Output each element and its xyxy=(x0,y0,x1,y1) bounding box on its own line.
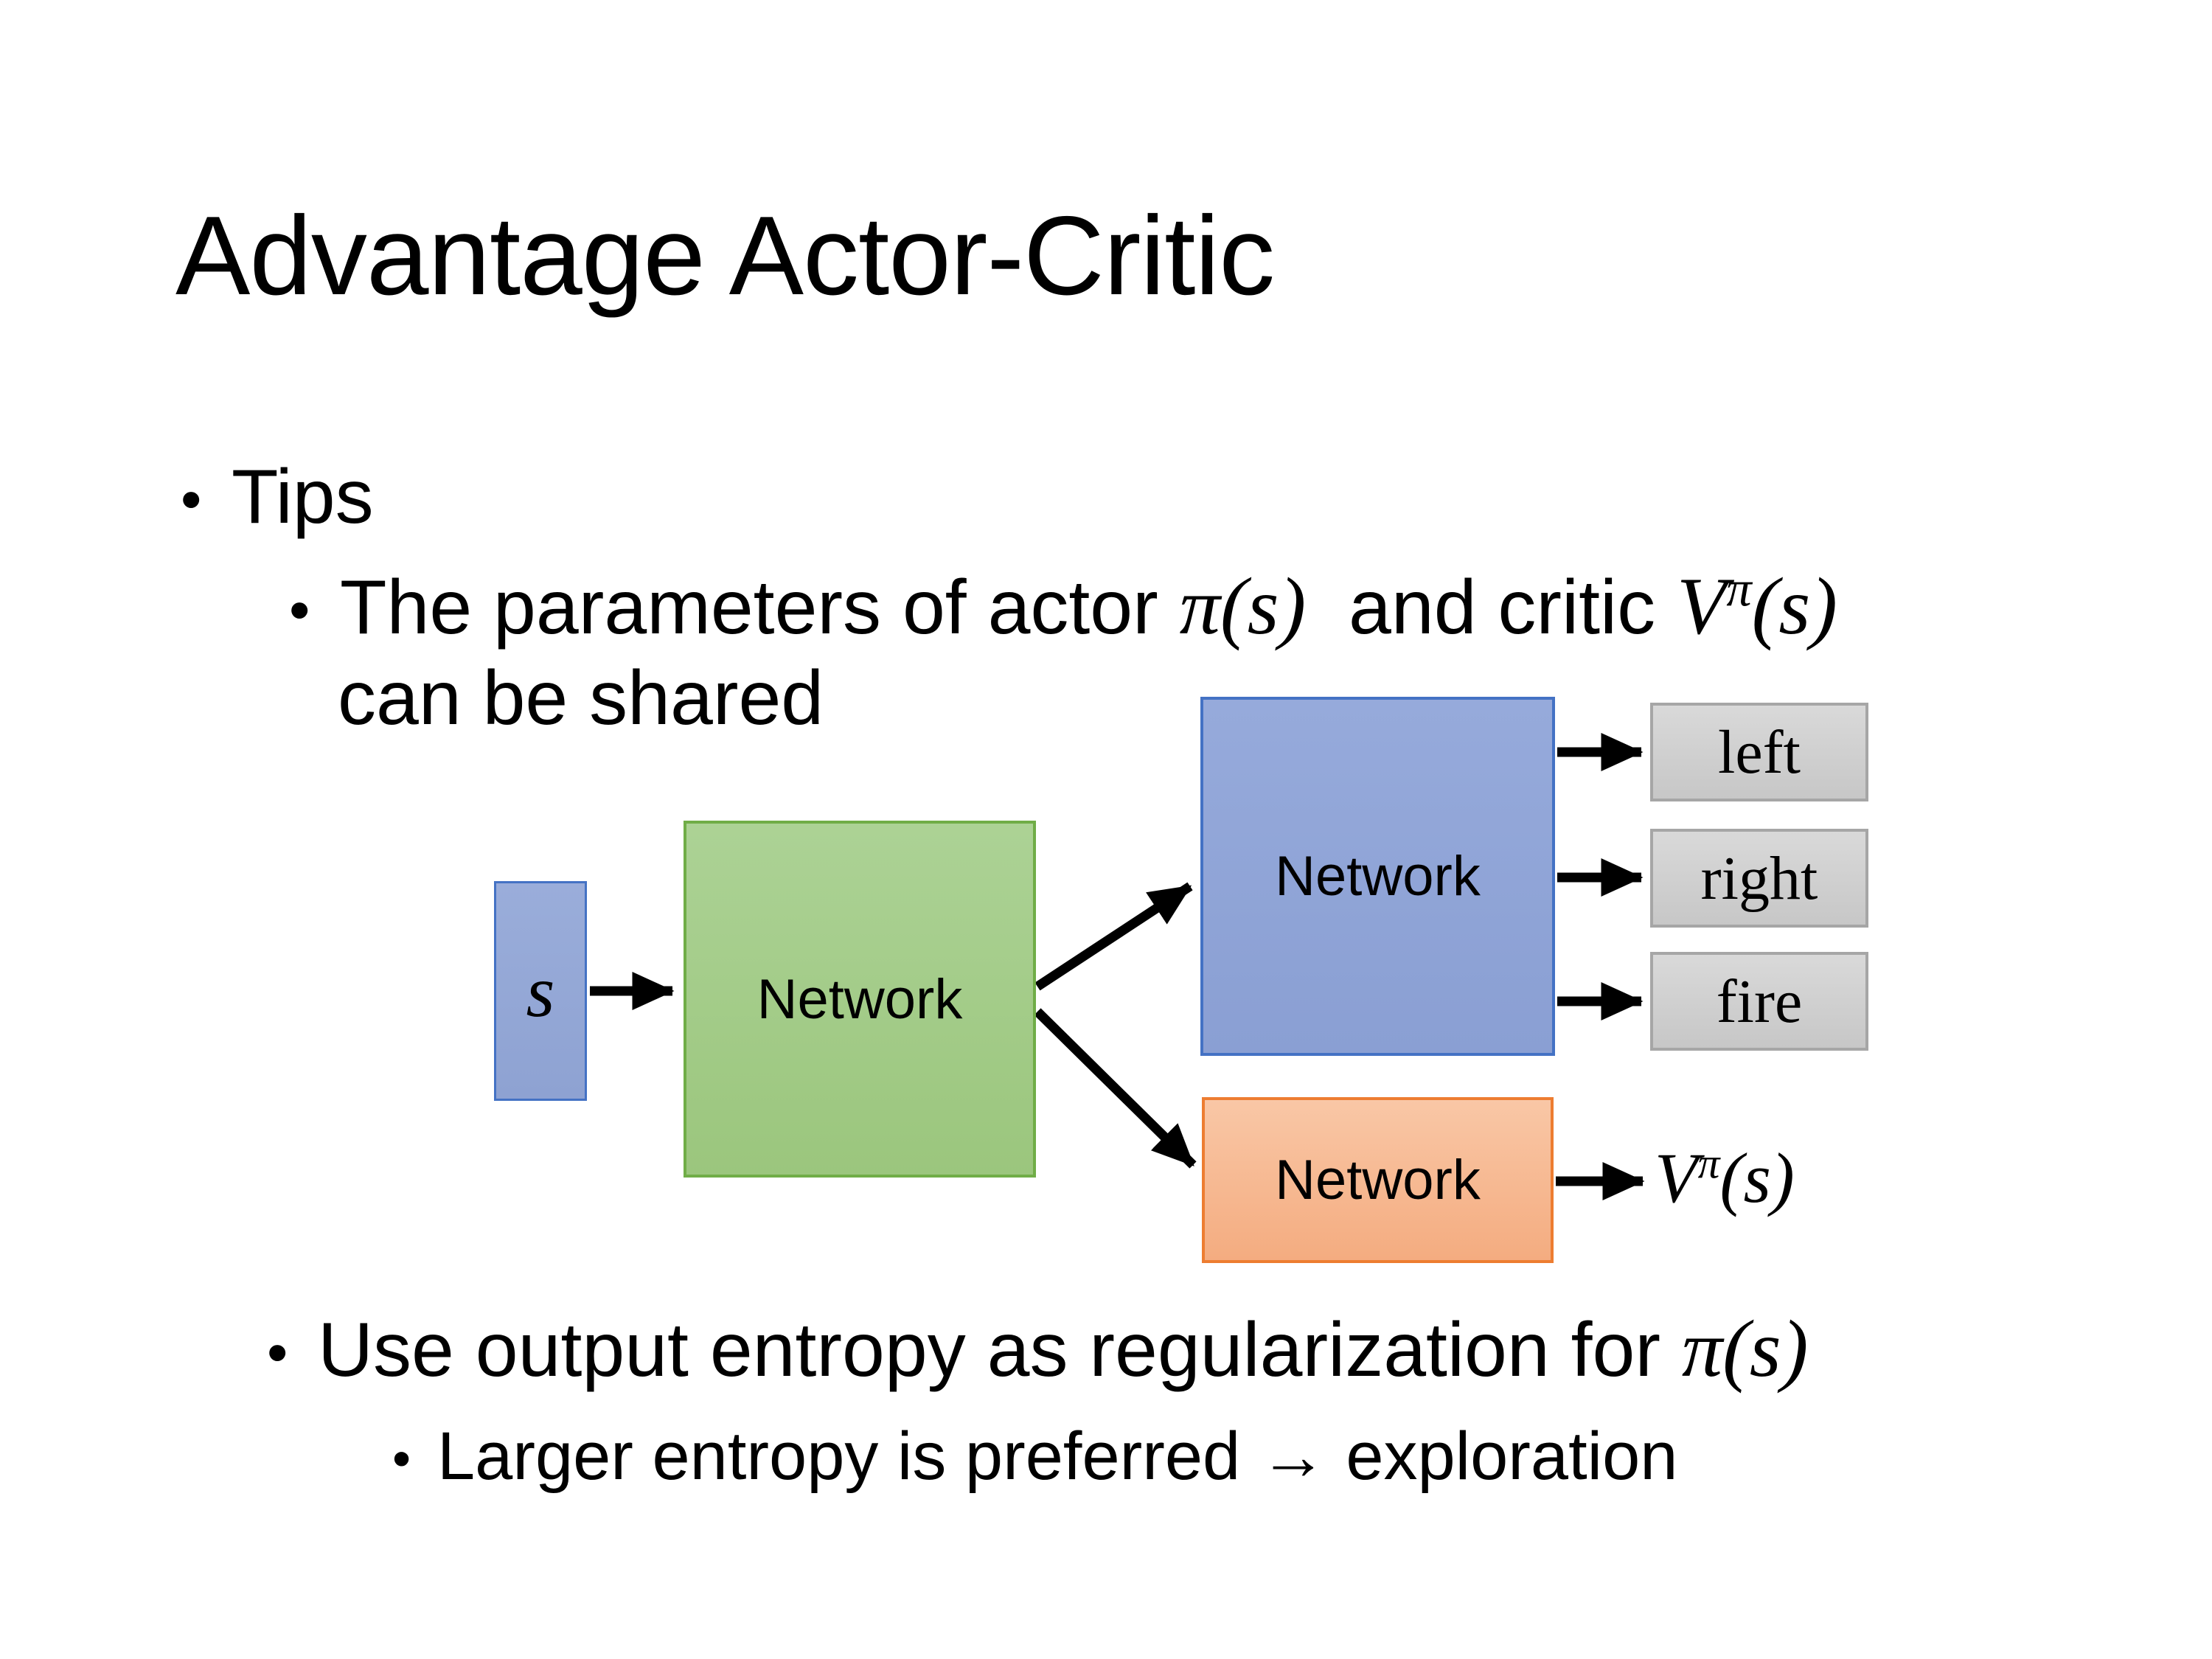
action-label-left: left xyxy=(1718,717,1801,787)
entropy-text: Use output entropy as regularization for xyxy=(317,1307,1682,1393)
state-label: s xyxy=(526,950,555,1032)
actor-policy-math: π(s) xyxy=(1179,561,1307,651)
arrow-shared-to-critic xyxy=(1034,1008,1197,1169)
critic-network-box: Network xyxy=(1202,1097,1554,1263)
action-label-fire: fire xyxy=(1716,967,1803,1036)
critic-output-math: Vπ(s) xyxy=(1655,1137,1795,1219)
critic-value-args: (s) xyxy=(1751,561,1837,651)
action-label-right: right xyxy=(1700,844,1818,913)
action-box-right: right xyxy=(1650,829,1868,928)
critic-output-base: V xyxy=(1655,1138,1698,1218)
state-box: s xyxy=(494,881,587,1101)
shared-network-label: Network xyxy=(757,967,963,1031)
critic-output-args: (s) xyxy=(1719,1138,1795,1218)
bullet-line-parameters-wrap: can be shared xyxy=(338,650,824,746)
actor-network-box: Network xyxy=(1200,697,1555,1056)
bullet-line-parameters: • The parameters of actor π(s) and critic… xyxy=(289,556,1837,658)
tips-text: Tips xyxy=(231,454,374,540)
actor-network-label: Network xyxy=(1275,845,1481,908)
action-box-fire: fire xyxy=(1650,952,1868,1051)
bullet-dot: • xyxy=(392,1429,411,1489)
bullet-line-tips: • Tips xyxy=(181,449,374,545)
critic-output-superscript: π xyxy=(1697,1138,1720,1188)
parameters-text-mid: and critic xyxy=(1306,565,1677,650)
bullet-line-exploration: • Larger entropy is preferred → explorati… xyxy=(392,1414,1677,1499)
shared-network-box: Network xyxy=(684,821,1036,1178)
critic-value-math: Vπ(s) xyxy=(1677,560,1837,651)
bullet-line-entropy: • Use output entropy as regularization fo… xyxy=(267,1298,1808,1400)
bullet-dot: • xyxy=(181,466,202,533)
parameters-text-pre: The parameters of actor xyxy=(339,565,1180,650)
parameters-text-line2: can be shared xyxy=(338,655,824,741)
bullet-dot: • xyxy=(289,577,310,644)
action-box-left: left xyxy=(1650,703,1868,801)
slide-title: Advantage Actor-Critic xyxy=(175,193,1275,319)
bullet-dot: • xyxy=(267,1319,288,1386)
arrow-shared-to-actor xyxy=(1034,882,1193,991)
critic-value-base: V xyxy=(1677,561,1727,651)
entropy-policy-math: π(s) xyxy=(1681,1304,1809,1394)
exploration-text: Larger entropy is preferred → exploratio… xyxy=(437,1419,1678,1494)
critic-value-superscript: π xyxy=(1726,560,1752,617)
critic-network-label: Network xyxy=(1275,1149,1481,1211)
